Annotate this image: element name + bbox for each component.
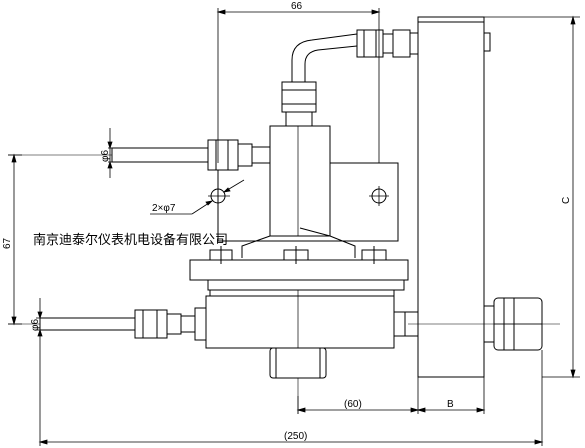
upper-inlet-pipe bbox=[111, 139, 271, 171]
dim-c-label: C bbox=[561, 197, 572, 204]
diaphragm-flange bbox=[189, 246, 409, 296]
dim-250 bbox=[38, 346, 544, 446]
dim-c bbox=[484, 15, 580, 379]
mounting-plate bbox=[417, 16, 485, 378]
dim-b-label: B bbox=[447, 399, 454, 410]
holes-label: 2×φ7 bbox=[152, 203, 176, 214]
dim-250-label: (250) bbox=[284, 431, 307, 442]
dim-upper-dia bbox=[107, 128, 120, 178]
dim-upper-dia-label: φ6 bbox=[100, 150, 111, 162]
company-label: 南京迪泰尔仪表机电设备有限公司 bbox=[33, 233, 229, 248]
regulator-bonnet bbox=[241, 81, 356, 258]
dim-67 bbox=[8, 153, 22, 326]
dim-60-b bbox=[296, 377, 486, 414]
dim-66 bbox=[216, 8, 381, 163]
holes-leader bbox=[150, 179, 245, 215]
dim-60-label: (60) bbox=[344, 399, 362, 410]
dim-66-label: 66 bbox=[291, 1, 303, 12]
lower-inlet-pipe bbox=[39, 307, 207, 341]
dim-67-label: 67 bbox=[2, 237, 13, 249]
dim-lower-dia bbox=[36, 298, 48, 346]
valve-body bbox=[205, 290, 395, 379]
dim-lower-dia-label: φ6 bbox=[30, 319, 41, 331]
